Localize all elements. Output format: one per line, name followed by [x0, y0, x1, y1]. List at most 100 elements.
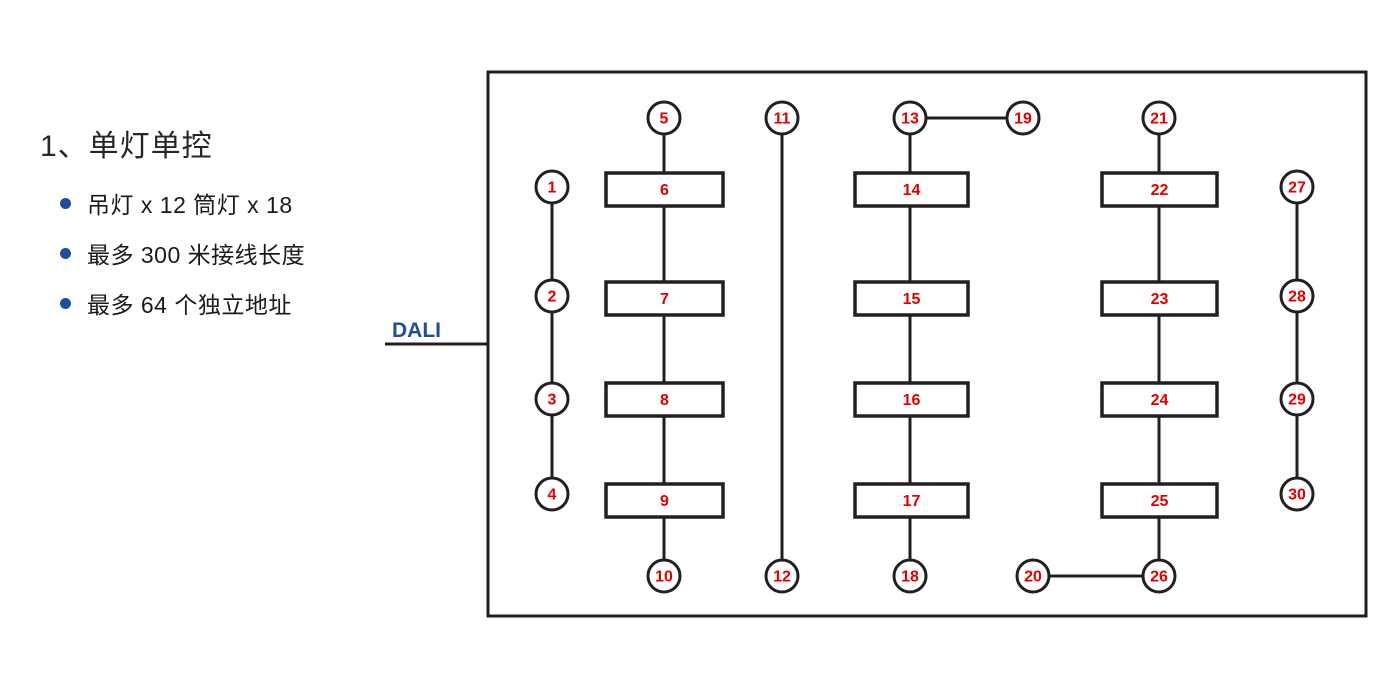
- node-circle: [534, 476, 570, 512]
- fixture-node[interactable]: 9: [604, 482, 725, 519]
- circle-node[interactable]: 27: [1279, 169, 1315, 205]
- node-circle: [1005, 100, 1041, 136]
- node-number: 28: [1288, 289, 1306, 306]
- list-item-label: 最多 300 米接线长度: [87, 242, 306, 268]
- node-number: 13: [901, 111, 919, 128]
- fixture-rect: [853, 280, 970, 317]
- fixture-number: 15: [903, 291, 921, 308]
- circle-node[interactable]: 1: [534, 169, 570, 205]
- circle-node[interactable]: 13: [892, 100, 928, 136]
- circle-node[interactable]: 30: [1279, 476, 1315, 512]
- list-item: 最多 300 米接线长度: [60, 228, 305, 278]
- node-circle: [1141, 100, 1177, 136]
- fixture-rect: [604, 381, 725, 418]
- fixture-number: 17: [903, 493, 921, 510]
- fixture-rect: [1100, 280, 1219, 317]
- fixture-number: 8: [660, 392, 669, 409]
- fixture-node[interactable]: 15: [853, 280, 970, 317]
- fixture-rect: [604, 280, 725, 317]
- node-number: 27: [1288, 180, 1306, 197]
- node-number: 2: [548, 289, 557, 306]
- node-number: 5: [660, 111, 669, 128]
- bullet-dot-icon: [60, 247, 71, 259]
- node-number: 10: [655, 569, 673, 586]
- fixture-rect: [604, 482, 725, 519]
- node-number: 21: [1150, 111, 1168, 128]
- fixture-rect: [853, 381, 970, 418]
- fixture-node[interactable]: 25: [1100, 482, 1219, 519]
- fixture-number: 6: [660, 182, 669, 199]
- fixture-number: 16: [903, 392, 921, 409]
- node-circle: [1279, 169, 1315, 205]
- circle-node[interactable]: 20: [1015, 558, 1051, 594]
- circle-node[interactable]: 19: [1005, 100, 1041, 136]
- circle-node[interactable]: 18: [892, 558, 928, 594]
- page-title: 1、单灯单控: [40, 130, 213, 163]
- fixture-rect: [1100, 171, 1219, 208]
- circle-node[interactable]: 10: [646, 558, 682, 594]
- list-item: 最多 64 个独立地址: [60, 278, 305, 328]
- node-number: 20: [1024, 569, 1042, 586]
- fixture-node[interactable]: 24: [1100, 381, 1219, 418]
- fixture-node[interactable]: 23: [1100, 280, 1219, 317]
- fixture-number: 24: [1151, 392, 1169, 409]
- fixture-node[interactable]: 7: [604, 280, 725, 317]
- node-number: 4: [548, 487, 557, 504]
- fixture-rect: [853, 171, 970, 208]
- node-circle: [764, 100, 800, 136]
- circle-node[interactable]: 26: [1141, 558, 1177, 594]
- fixture-node[interactable]: 8: [604, 381, 725, 418]
- fixture-number: 7: [660, 291, 669, 308]
- node-number: 26: [1150, 569, 1168, 586]
- node-circle: [764, 558, 800, 594]
- fixture-number: 9: [660, 493, 669, 510]
- fixture-number: 25: [1151, 493, 1169, 510]
- fixture-node[interactable]: 14: [853, 171, 970, 208]
- circle-node[interactable]: 5: [646, 100, 682, 136]
- node-circle: [1015, 558, 1051, 594]
- node-number: 3: [548, 392, 557, 409]
- fixture-node[interactable]: 16: [853, 381, 970, 418]
- fixture-node[interactable]: 6: [604, 171, 725, 208]
- fixture-group: 6 7 8 9 14 15 16 17 22 23 24 25: [604, 171, 1219, 519]
- fixture-number: 14: [903, 182, 921, 199]
- list-item: 吊灯 x 12 筒灯 x 18: [60, 178, 305, 228]
- info-panel: 1、单灯单控 吊灯 x 12 筒灯 x 18 最多 300 米接线长度 最多 6…: [0, 0, 470, 698]
- node-circle: [646, 558, 682, 594]
- fixture-rect: [604, 171, 725, 208]
- fixture-rect: [853, 482, 970, 519]
- bullet-dot-icon: [60, 197, 71, 209]
- fixture-node[interactable]: 17: [853, 482, 970, 519]
- node-number: 18: [901, 569, 919, 586]
- fixture-number: 23: [1151, 291, 1169, 308]
- node-circle: [1141, 558, 1177, 594]
- node-circle: [892, 100, 928, 136]
- bullet-dot-icon: [60, 297, 71, 309]
- circle-node[interactable]: 3: [534, 381, 570, 417]
- list-item-label: 最多 64 个独立地址: [87, 292, 292, 318]
- fixture-rect: [1100, 381, 1219, 418]
- room-boundary: [486, 70, 1368, 618]
- node-circle: [534, 169, 570, 205]
- list-item-label: 吊灯 x 12 筒灯 x 18: [87, 192, 293, 218]
- fixture-node[interactable]: 22: [1100, 171, 1219, 208]
- circle-node[interactable]: 29: [1279, 381, 1315, 417]
- circle-node[interactable]: 12: [764, 558, 800, 594]
- node-circle: [534, 381, 570, 417]
- bullet-list: 吊灯 x 12 筒灯 x 18 最多 300 米接线长度 最多 64 个独立地址: [60, 178, 305, 328]
- node-number: 29: [1288, 392, 1306, 409]
- circle-node[interactable]: 11: [764, 100, 800, 136]
- dali-bus-label: DALI: [392, 319, 441, 342]
- circle-node[interactable]: 2: [534, 278, 570, 314]
- node-number: 11: [774, 111, 791, 128]
- fixture-number: 22: [1151, 182, 1169, 199]
- circle-node[interactable]: 4: [534, 476, 570, 512]
- node-number: 1: [548, 180, 557, 197]
- fixture-rect: [1100, 482, 1219, 519]
- circle-node[interactable]: 28: [1279, 278, 1315, 314]
- circle-node[interactable]: 21: [1141, 100, 1177, 136]
